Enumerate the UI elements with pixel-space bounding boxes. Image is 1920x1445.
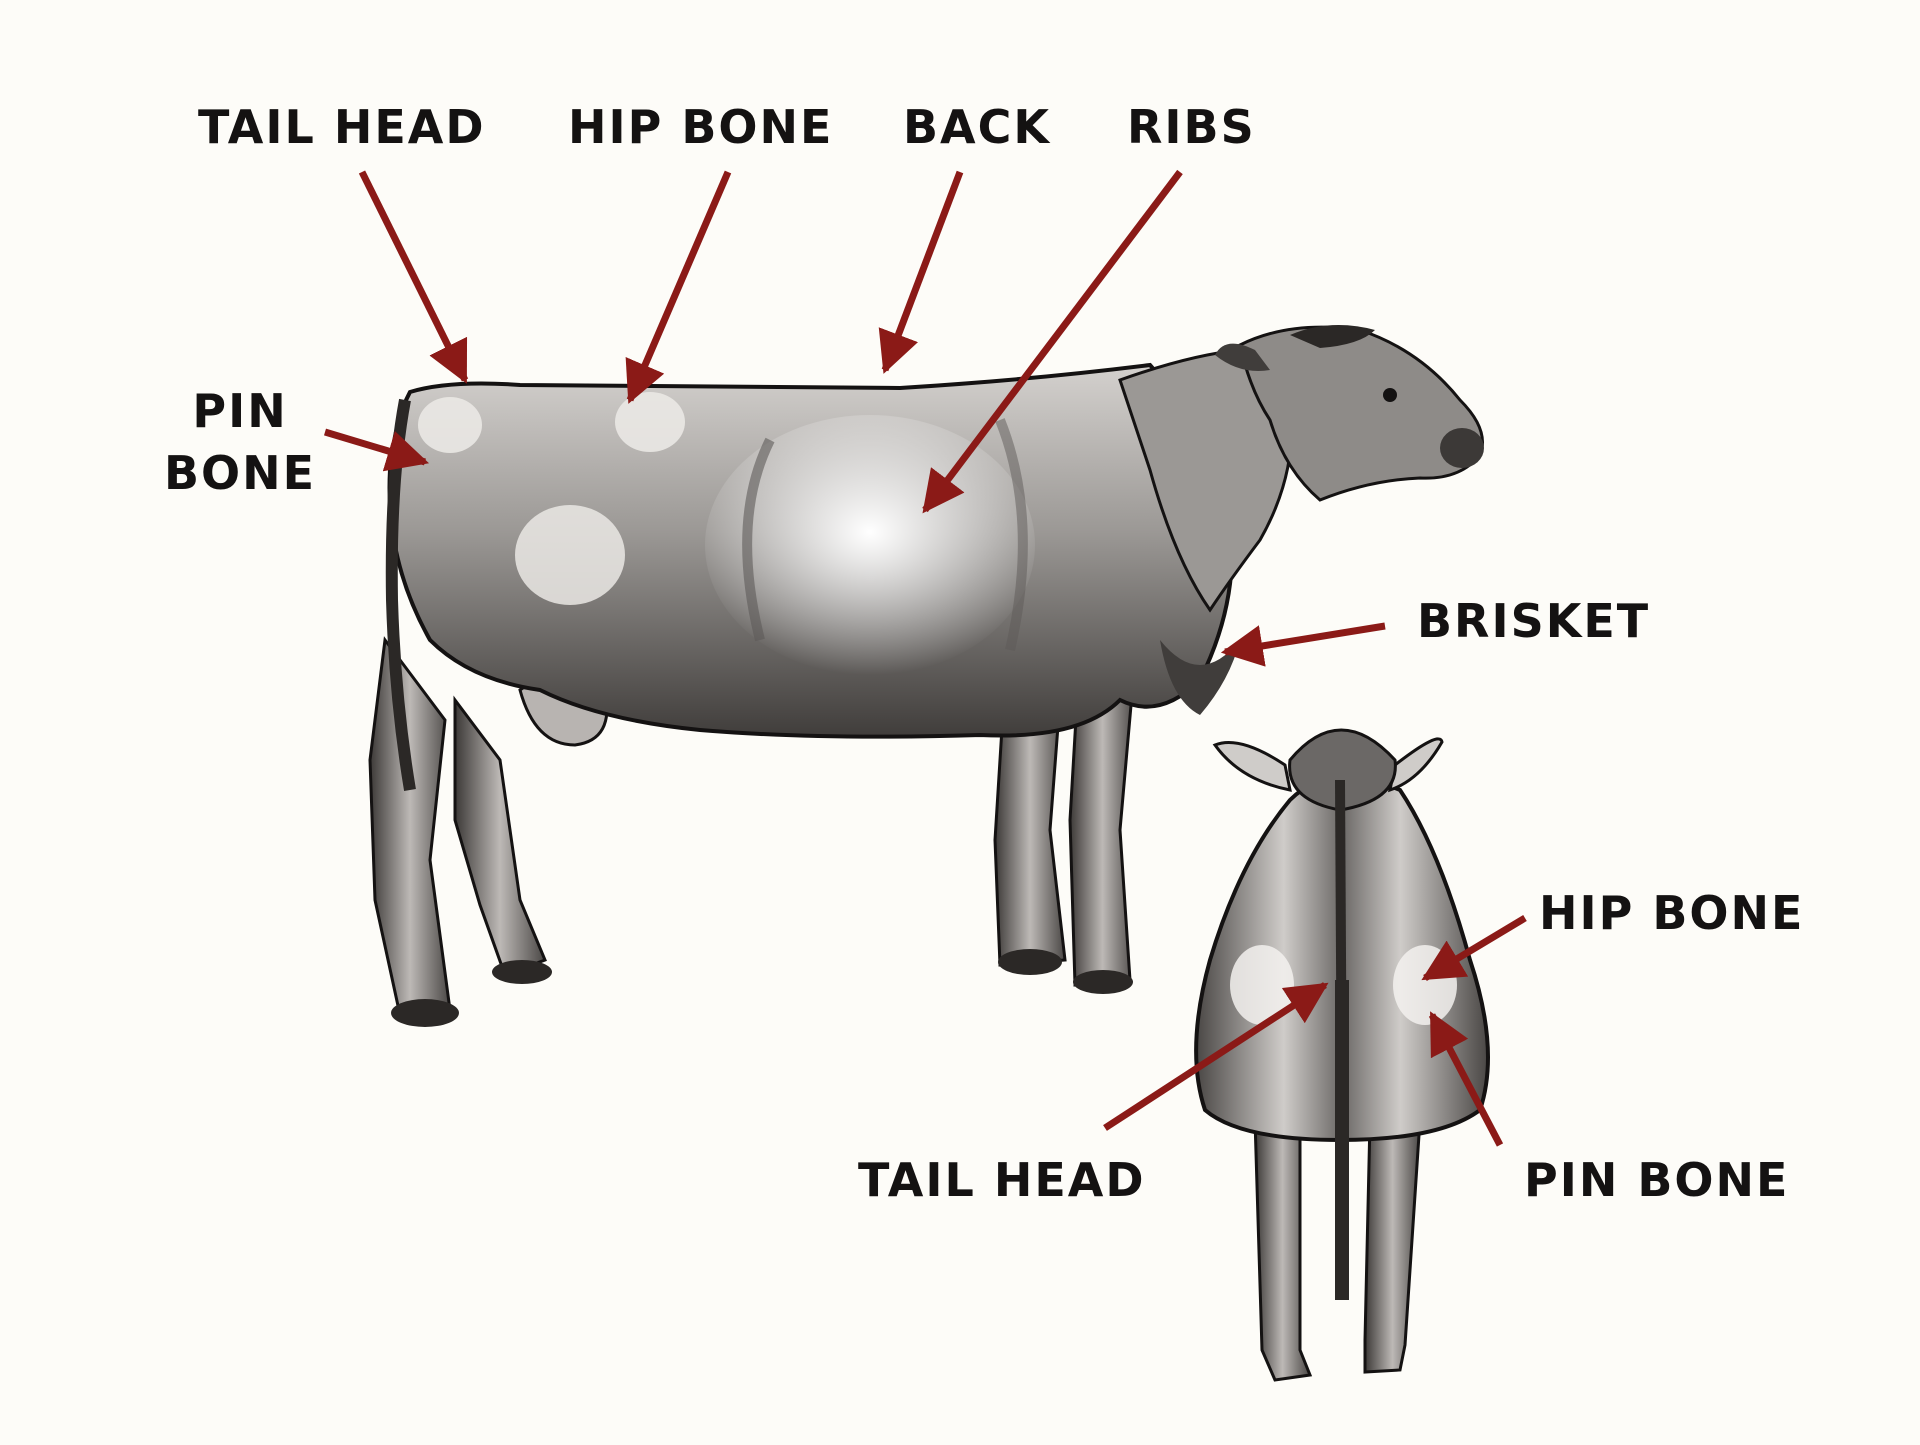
arrow-ribs (922, 169, 1183, 514)
arrow-rear-tail-head (1103, 982, 1329, 1131)
arrow-hip-bone (625, 170, 732, 404)
neck (1118, 348, 1294, 613)
pointer-arrows (323, 169, 1527, 1147)
brisket (1160, 640, 1240, 715)
hoof (998, 949, 1062, 975)
thigh-highlight (515, 505, 625, 605)
arrow-pin-bone (323, 428, 430, 472)
hoof (1073, 970, 1133, 994)
arrow-rear-hip-bone (1421, 914, 1527, 982)
rear-view-cow (1194, 728, 1490, 1382)
label-tail-head: TAIL HEAD (198, 100, 486, 154)
label-back: BACK (903, 100, 1052, 154)
label-pin-bone-line2: BONE (164, 446, 317, 500)
label-ribs: RIBS (1127, 100, 1256, 154)
poll (1290, 325, 1375, 348)
label-brisket: BRISKET (1417, 594, 1651, 648)
arrow-brisket (1220, 622, 1386, 667)
rib-shadow (995, 418, 1028, 652)
rear-hip-right (1393, 945, 1457, 1025)
rear-leg-left (1253, 1118, 1313, 1382)
label-pin-bone-line1: PIN (192, 384, 288, 438)
hoof (492, 960, 552, 984)
arrow-tail-head (358, 170, 469, 384)
rib-shadow (742, 437, 775, 642)
rear-ear-left (1212, 741, 1292, 792)
rear-hip-left (1230, 945, 1294, 1025)
hind-leg-far (453, 695, 547, 977)
label-rear-pin-bone: PIN BONE (1524, 1153, 1790, 1207)
pin-highlight (418, 397, 482, 453)
label-rear-hip-bone: HIP BONE (1539, 886, 1805, 940)
ear (1215, 343, 1270, 371)
label-hip-bone: HIP BONE (568, 100, 834, 154)
hind-leg-near (368, 636, 452, 1017)
muzzle (1440, 428, 1484, 468)
rear-leg-right (1363, 1118, 1422, 1374)
arrow-back (878, 170, 964, 374)
arrow-rear-pin-bone (1428, 1011, 1504, 1147)
label-rear-tail-head: TAIL HEAD (858, 1153, 1146, 1207)
rear-ear-right (1388, 737, 1444, 793)
rear-head (1288, 728, 1397, 812)
label-pin-bone: PIN BONE (164, 380, 316, 504)
hip-highlight (615, 392, 685, 452)
eye (1383, 388, 1397, 402)
hoof (391, 999, 459, 1027)
